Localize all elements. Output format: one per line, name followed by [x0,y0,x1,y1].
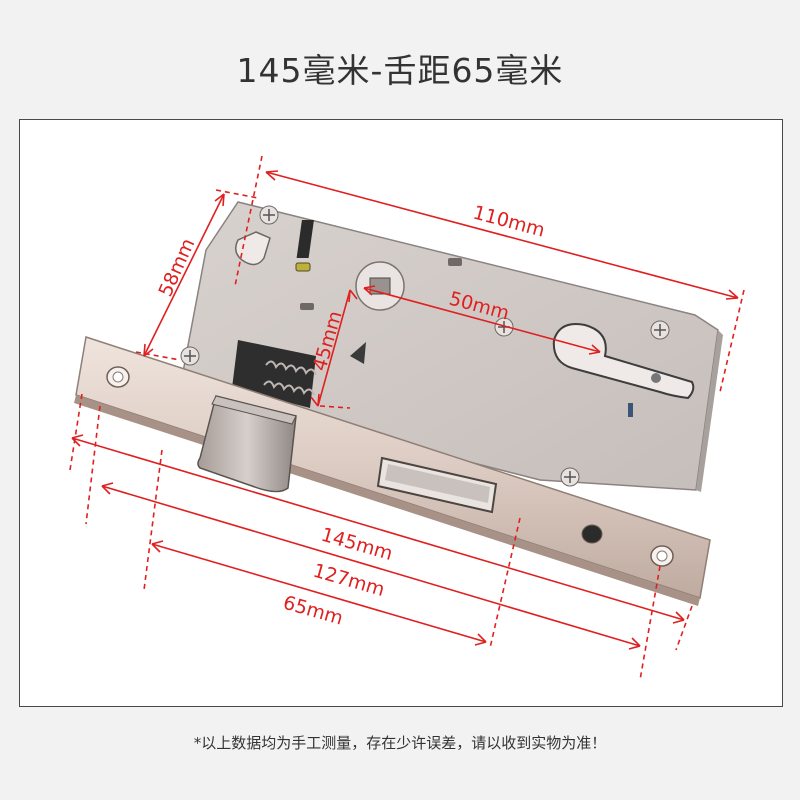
bolt-slot [296,220,314,258]
screw-icon [259,205,279,225]
screw-icon [560,467,580,487]
cylinder-hole [552,323,695,400]
marker-a [295,262,311,272]
screw-hole-icon [650,545,674,567]
triangle-mark [350,342,366,364]
page-title: 145毫米-舌距65毫米 [236,51,564,90]
dimension-lines [69,155,745,681]
label-58mm: 58mm [154,235,199,300]
spindle-hub [355,261,405,311]
label-110mm: 110mm [471,202,547,242]
screw-icon [180,346,200,366]
screw-icon [650,320,670,340]
diagram-panel: 110mm 58mm 50mm 45mm 145mm 127mm 65mm [19,119,783,707]
dim-line-110 [265,171,739,299]
dim-line-145 [71,437,685,621]
dim-line-50 [363,287,601,353]
screw-hole-icon [106,366,130,388]
marker-b [448,258,462,266]
dim-line-58 [143,193,225,357]
marker-c [300,303,314,310]
dim-line-65 [151,543,487,643]
dim-line-45 [317,289,351,407]
lock-diagram: 110mm 58mm 50mm 45mm 145mm 127mm 65mm [69,155,745,681]
small-slot [628,403,633,417]
latch-bolt [197,395,297,493]
faceplate-cam-hole [581,524,603,544]
measurement-note: *以上数据均为手工测量，存在少许误差，请以收到实物为准！ [193,734,607,752]
label-127mm: 127mm [311,560,388,601]
dim-line-127 [101,485,641,647]
